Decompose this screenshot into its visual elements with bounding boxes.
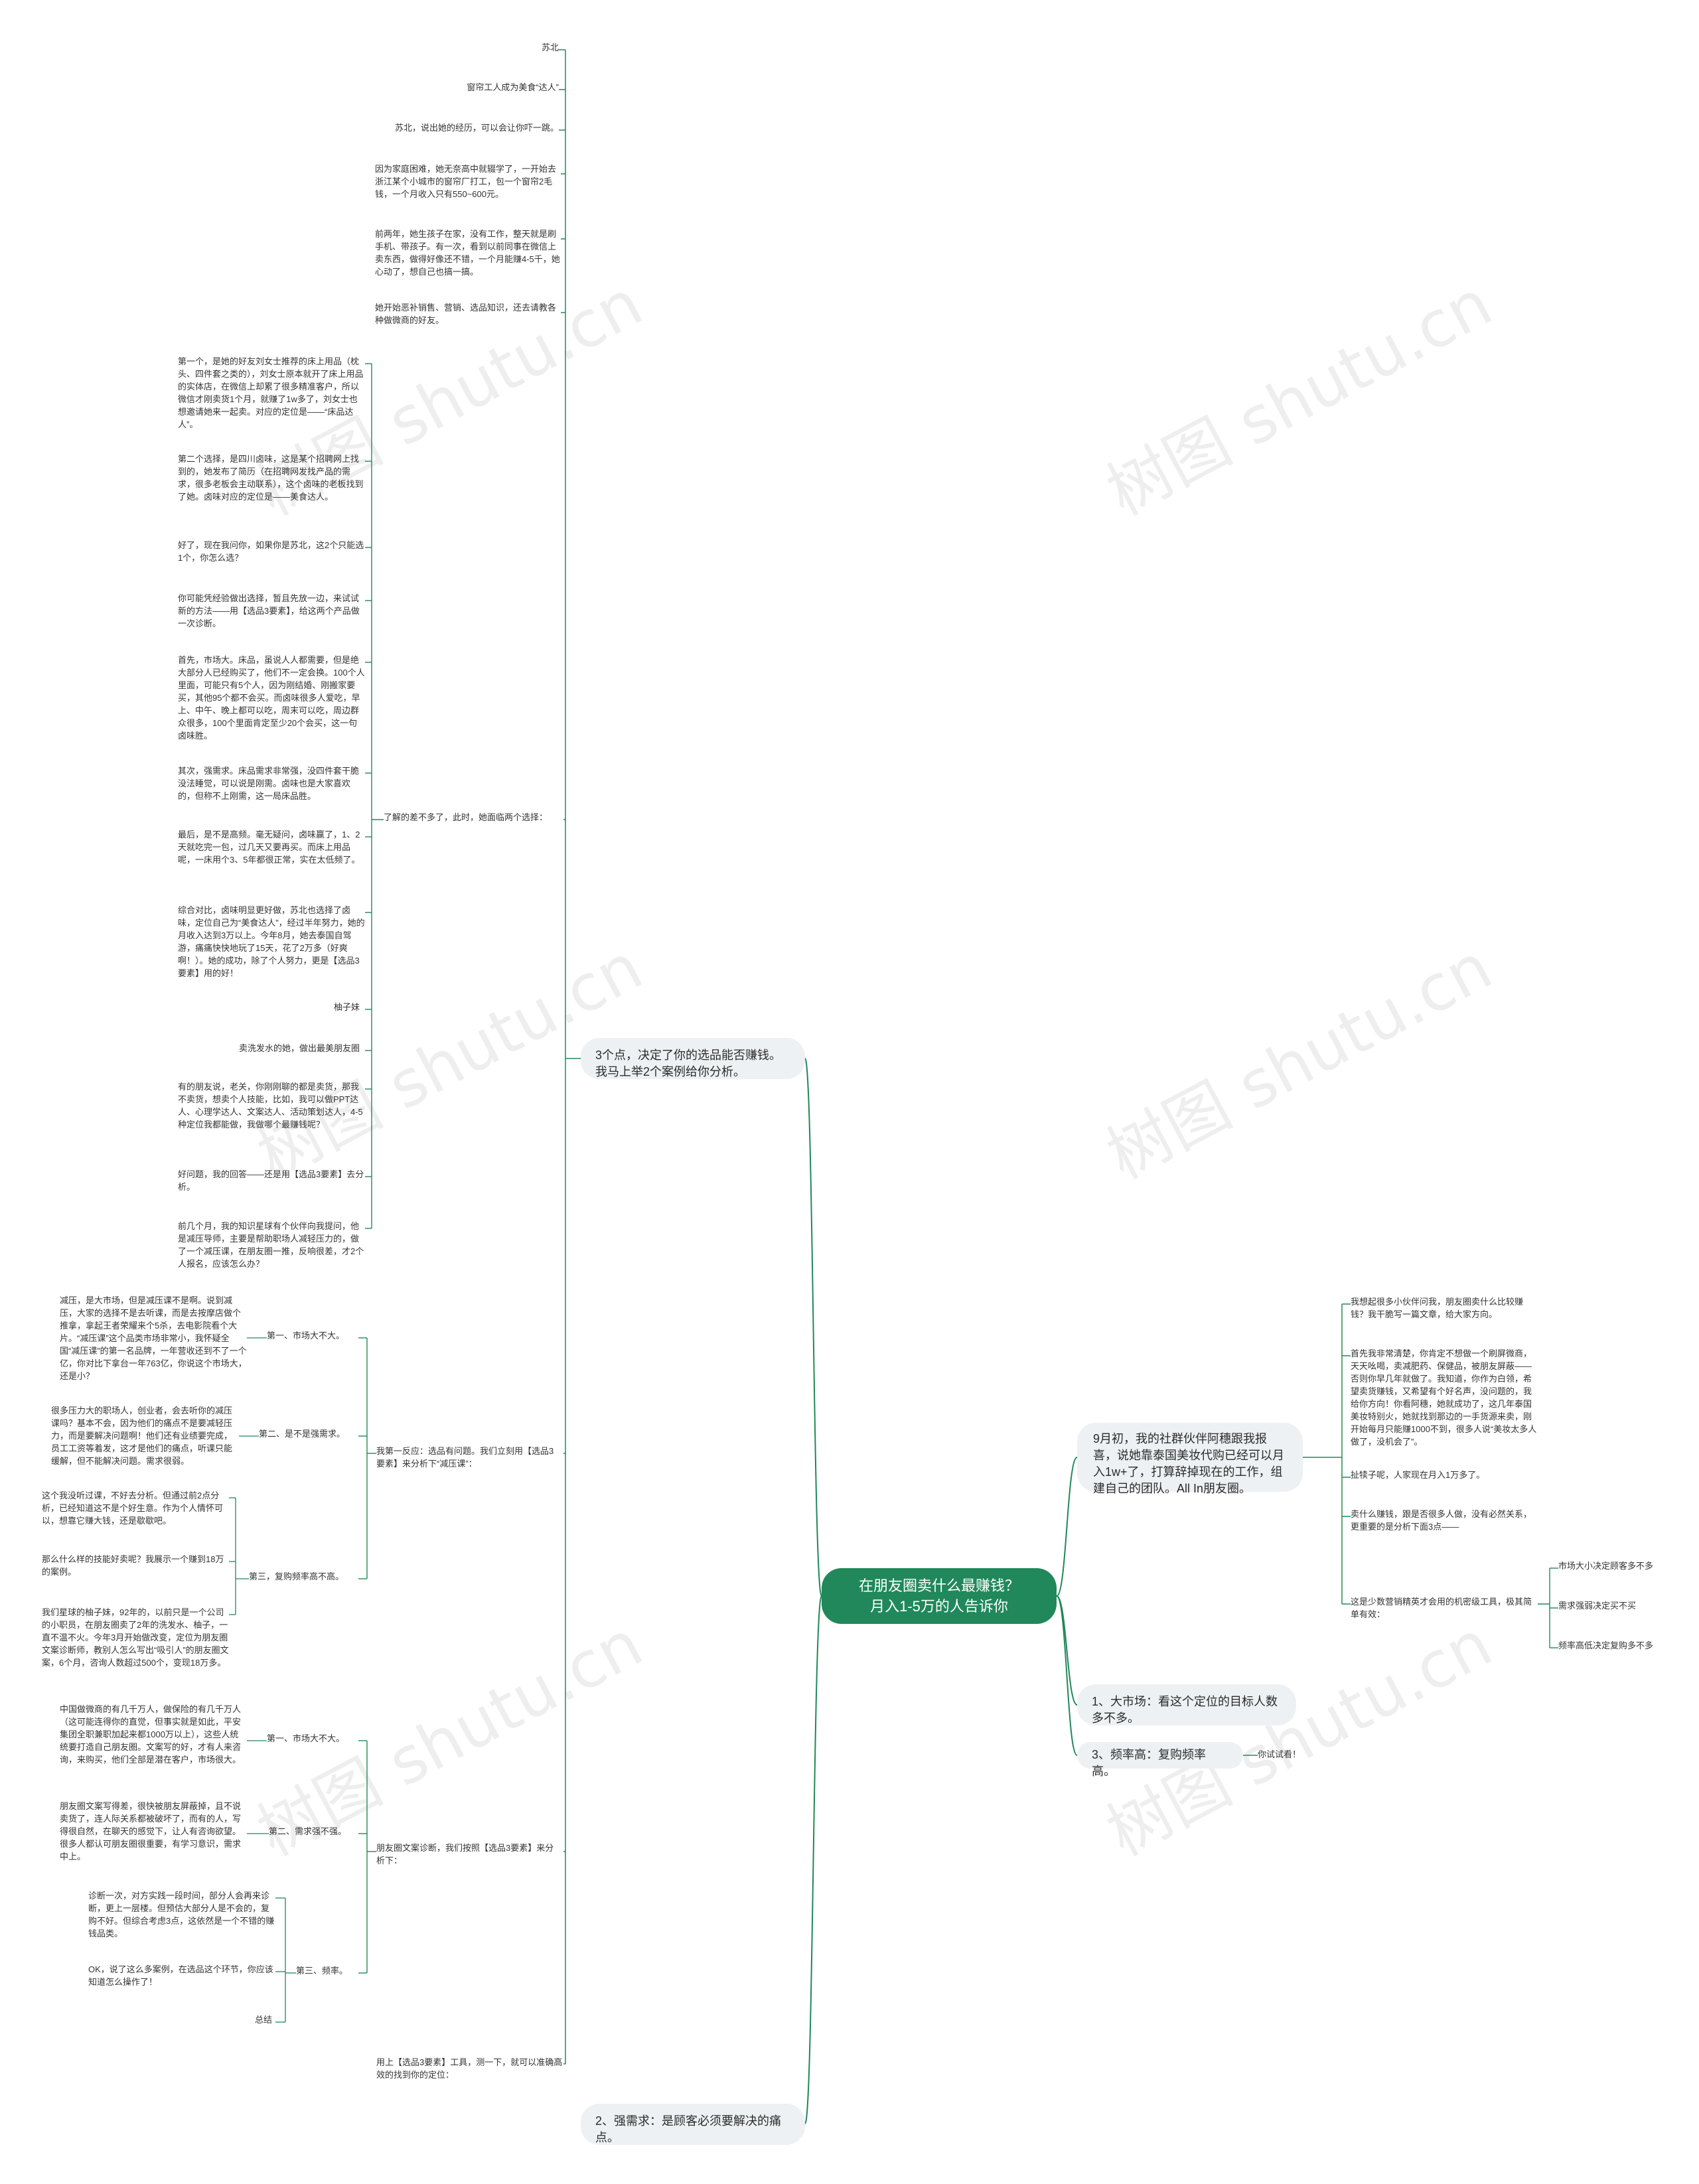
branch-right-story[interactable]: 9月初，我的社群伙伴阿穗跟我报喜，说她靠泰国美妆代购已经可以月入1w+了，打算辞… <box>1077 1423 1303 1495</box>
connector-line <box>1056 1595 1078 1706</box>
node-first-reaction: 我第一反应：选品有问题。我们立刻用【选品3要素】来分析下“减压课”： <box>376 1446 554 1469</box>
node-cd-frequency-item2: OK，说了这么多案例，在选品这个环节，你应该知道怎么操作了！ <box>88 1964 273 1987</box>
node-fr-demand-label: 第二、是不是强需求。 <box>259 1429 346 1439</box>
node-stress-coach: 前几个月，我的知识星球有个伙伴向我提问，他是减压导师，主要是帮助职场人减轻压力的… <box>178 1221 364 1269</box>
node-subei-learning: 她开始恶补销售、营销、选品知识，还去请教各种做微商的好友。 <box>375 303 557 325</box>
node-fr-market-label: 第一、市场大不大。 <box>267 1331 345 1341</box>
root-title-line1: 在朋友圈卖什么最赚钱？ <box>858 1577 1019 1594</box>
node-question: 好了，现在我问你，如果你是苏北，这2个只能选1个，你怎么选？ <box>178 540 364 563</box>
node-answer: 好问题，我的回答——还是用【选品3要素】去分析。 <box>178 1169 364 1192</box>
connector-line <box>804 1595 822 2124</box>
node-cd-frequency-item1: 诊断一次，对方实践一段时间，部分人会再来诊断，更上一层楼。但预估大部分人是不会的… <box>88 1891 275 1938</box>
node-two-choices: 了解的差不多了，此时，她面临两个选择： <box>384 812 548 822</box>
node-fr-repurchase-item2: 那么什么样的技能好卖呢？我展示一个赚到18万的案例。 <box>42 1554 224 1577</box>
node-fr-repurchase-item1: 这个我没听过课，不好去分析。但通过前2点分析，已经知道这不是个好生意。作为个人情… <box>42 1491 224 1526</box>
branch-strong-demand[interactable]: 2、强需求：是顾客必须要解决的痛点。 <box>581 2104 805 2145</box>
node-freq-note: 你试试看！ <box>1258 1749 1301 1759</box>
node-shampoo: 卖洗发水的她，做出最美朋友圈 <box>238 1043 360 1053</box>
node-cd-frequency-label: 第三、频率。 <box>296 1966 348 1976</box>
branch-big-market[interactable]: 1、大市场：看这个定位的目标人数多不多。 <box>1077 1684 1296 1725</box>
connector-line <box>804 1058 822 1597</box>
node-fr-market-text: 减压，是大市场，但是减压课不是啊。说到减压，大家的选择不是去听课，而是去按摩店做… <box>60 1295 247 1381</box>
node-cd-market-label: 第一、市场大不大。 <box>267 1733 345 1743</box>
node-choice-bedding: 第一个，是她的好友刘女士推荐的床上用品（枕头、四件套之类的），刘女士原本就开了床… <box>178 356 364 429</box>
node-r-nonsense: 扯犊子呢，人家现在月入1万多了。 <box>1351 1470 1485 1480</box>
node-subei-intro: 苏北，说出她的经历，可以会让你吓一跳。 <box>394 123 559 133</box>
node-cd-summary: 总结 <box>254 2015 272 2025</box>
node-cd-demand-text: 朋友圈文案写得差，很快被朋友屏蔽掉，且不说卖货了，连人际关系都被破坏了，而有的人… <box>60 1801 242 1861</box>
node-market-analysis: 首先，市场大。床品，虽说人人都需要，但是绝大部分人已经购买了，他们不一定会换。1… <box>178 655 365 741</box>
node-r-clear: 首先我非常清楚，你肯定不想做一个刷屏微商，天天吆喝，卖减肥药、保健品，被朋友屏蔽… <box>1351 1348 1537 1447</box>
branch-high-frequency[interactable]: 3、频率高：复购频率高。 <box>1077 1742 1243 1778</box>
node-comparison: 综合对比，卤味明显更好做，苏北也选择了卤味，定位自己为“美食达人”，经过半年努力… <box>178 905 365 978</box>
connector-line <box>1056 1595 1078 1756</box>
node-cd-market-text: 中国做微商的有几千万人，做保险的有几千万人（这可能连得你的直觉，但事实就是如此，… <box>60 1704 242 1765</box>
node-r-tool-demand: 需求强弱决定买不买 <box>1558 1601 1637 1611</box>
node-demand-analysis: 其次，强需求。床品需求非常强，没四件套干脆没法睡觉，可以说是刚需。卤味也是大家喜… <box>178 766 360 801</box>
node-cd-demand-label: 第二、需求强不强。 <box>269 1826 347 1836</box>
root-node[interactable]: 在朋友圈卖什么最赚钱？ 月入1-5万的人告诉你 <box>822 1568 1057 1624</box>
node-subei-background: 因为家庭困难，她无奈高中就辍学了，一开始去浙江某个小城市的窗帘厂打工，包一个窗帘… <box>375 164 557 199</box>
node-fr-demand-text: 很多压力大的职场人，创业者，会去听你的减压课吗？基本不会，因为他们的痛点不是要减… <box>51 1406 233 1466</box>
node-youzimei: 柚子妹 <box>333 1002 360 1012</box>
node-r-tool-frequency: 频率高低决定复购多不多 <box>1558 1640 1654 1650</box>
node-r-article: 我想起很多小伙伴问我，朋友圈卖什么比较赚钱？我干脆写一篇文章，给大家方向。 <box>1351 1297 1524 1319</box>
node-choice-luwei: 第二个选择，是四川卤味，这是某个招聘网上找到的，她发布了简历（在招聘网发找产品的… <box>178 454 364 502</box>
node-r-tool: 这是少数营销精英才会用的机密级工具，极其简单有效： <box>1351 1597 1532 1619</box>
node-subei-phone: 前两年，她生孩子在家，没有工作，整天就是刷手机、带孩子。有一次，看到以前同事在微… <box>375 229 560 277</box>
node-fr-repurchase-item3: 我们星球的柚子妹，92年的，以前只是一个公司的小职员，在朋友圈卖了2年的洗发水、… <box>42 1607 229 1668</box>
branch-selection-cases[interactable]: 3个点，决定了你的选品能否赚钱。我马上举2个案例给你分析。 <box>581 1038 805 1079</box>
node-r-what-sells: 卖什么赚钱，跟是否很多人做，没有必然关系，更重要的是分析下面3点—— <box>1351 1509 1532 1532</box>
node-copy-diagnosis: 朋友圈文案诊断，我们按照【选品3要素】来分析下： <box>376 1843 554 1865</box>
connector-line <box>1056 1457 1078 1597</box>
root-title-line2: 月入1-5万的人告诉你 <box>870 1598 1008 1615</box>
node-tool-text: 用上【选品3要素】工具，测一下，就可以准确高效的找到你的定位： <box>376 2057 563 2080</box>
node-worker-title: 窗帘工人成为美食“达人” <box>467 82 559 92</box>
node-frequency-analysis: 最后，是不是高频。毫无疑问，卤味赢了，1、2天就吃完一包，过几天又要再买。而床上… <box>178 830 360 865</box>
node-fr-repurchase-label: 第三，复购频率高不高。 <box>249 1571 344 1581</box>
node-skill-question: 有的朋友说，老关，你刚刚聊的都是卖货，那我不卖货，想卖个人技能，比如，我可以做P… <box>178 1082 363 1129</box>
node-r-tool-market: 市场大小决定顾客多不多 <box>1558 1561 1654 1571</box>
node-new-method: 你可能凭经验做出选择，暂且先放一边，来试试新的方法——用【选品3要素】，给这两个… <box>178 593 360 628</box>
node-subei: 苏北 <box>541 42 559 52</box>
